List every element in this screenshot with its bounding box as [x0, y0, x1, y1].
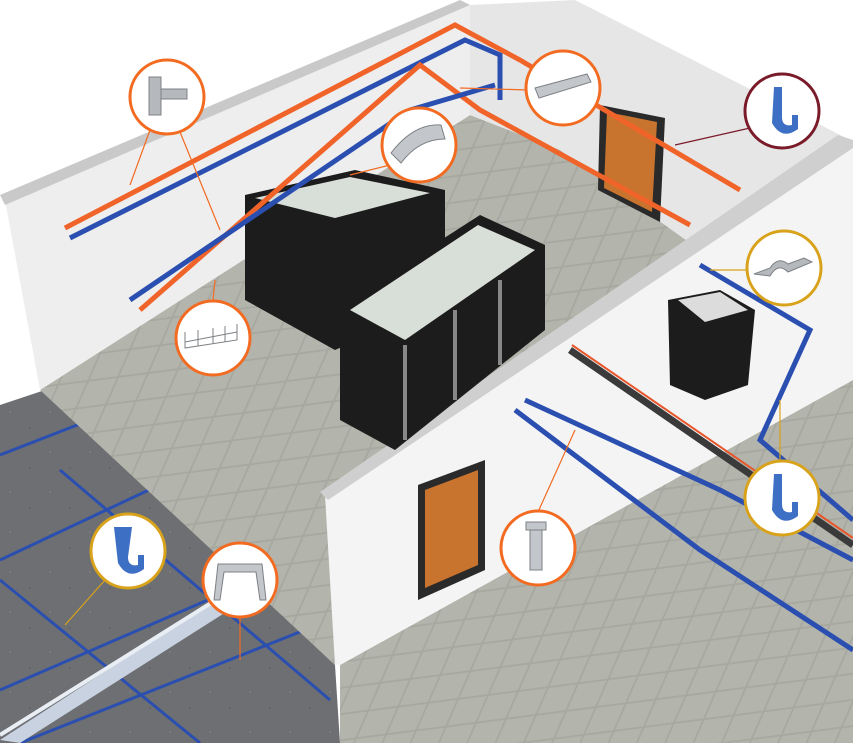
strut-channel-icon	[534, 73, 592, 99]
callout-j-hook-back[interactable]	[743, 72, 821, 150]
partition-door	[418, 460, 485, 600]
callout-cable-clip[interactable]	[745, 229, 823, 307]
callout-wall-mount-bracket[interactable]	[128, 58, 206, 136]
callout-wire-basket-tray[interactable]	[174, 299, 252, 377]
callout-strut-channel[interactable]	[524, 49, 602, 127]
ceiling-main-tray	[0, 586, 245, 743]
callout-j-hook-right[interactable]	[743, 459, 821, 537]
j-hook-icon	[772, 474, 798, 521]
wall-mounted-cabinet	[668, 290, 755, 400]
callout-leaders	[64, 87, 781, 660]
j-hook-icon	[114, 527, 144, 574]
back-left-wall	[5, 5, 470, 390]
tray-bend-icon	[390, 124, 446, 164]
tray-support-bracket-icon	[213, 563, 267, 601]
floor-right-room	[340, 380, 853, 743]
callout-j-hook-ceiling[interactable]	[89, 512, 167, 590]
callout-ceiling-hanger[interactable]	[499, 509, 577, 587]
wall-mount-bracket-icon	[148, 76, 188, 116]
server-racks-front	[340, 215, 545, 450]
callout-tray-bend[interactable]	[380, 106, 458, 184]
callout-tray-support-bracket[interactable]	[201, 541, 279, 619]
cable-clip-icon	[753, 257, 814, 277]
ceiling-hanger-icon	[525, 521, 547, 571]
wall-top-edge	[0, 0, 470, 205]
wire-basket-tray-icon	[184, 324, 238, 349]
partition-wall-top	[320, 135, 853, 500]
j-hook-icon	[772, 87, 798, 134]
